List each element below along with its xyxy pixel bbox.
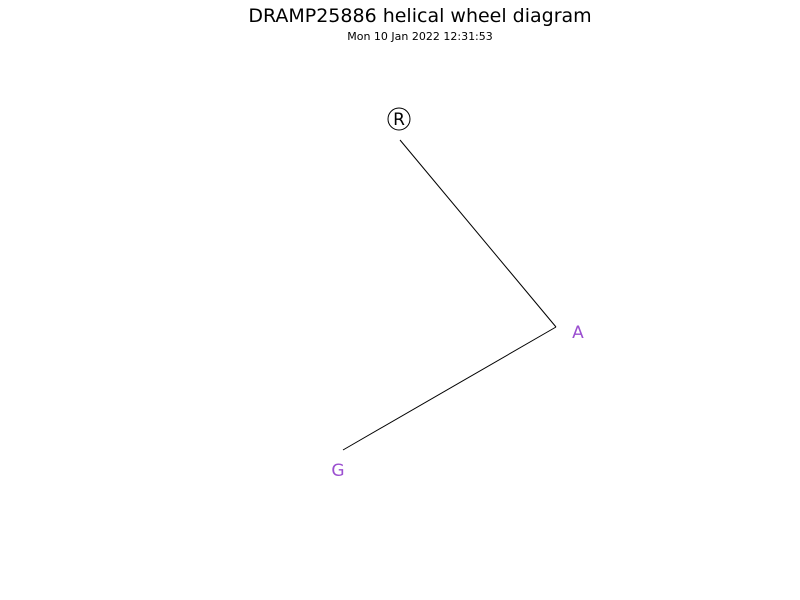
residue-g: G xyxy=(331,461,344,481)
diagram-timestamp: Mon 10 Jan 2022 12:31:53 xyxy=(347,30,493,43)
residue-r-ring xyxy=(387,107,411,131)
connector-r-a xyxy=(399,139,557,328)
diagram-title: DRAMP25886 helical wheel diagram xyxy=(248,5,591,27)
residue-r-label: R xyxy=(393,110,405,130)
residue-g-label: G xyxy=(331,461,344,481)
residue-a-label: A xyxy=(572,323,584,343)
residue-a: A xyxy=(572,323,584,343)
connector-a-g xyxy=(342,326,557,451)
residue-r: R xyxy=(387,107,411,131)
